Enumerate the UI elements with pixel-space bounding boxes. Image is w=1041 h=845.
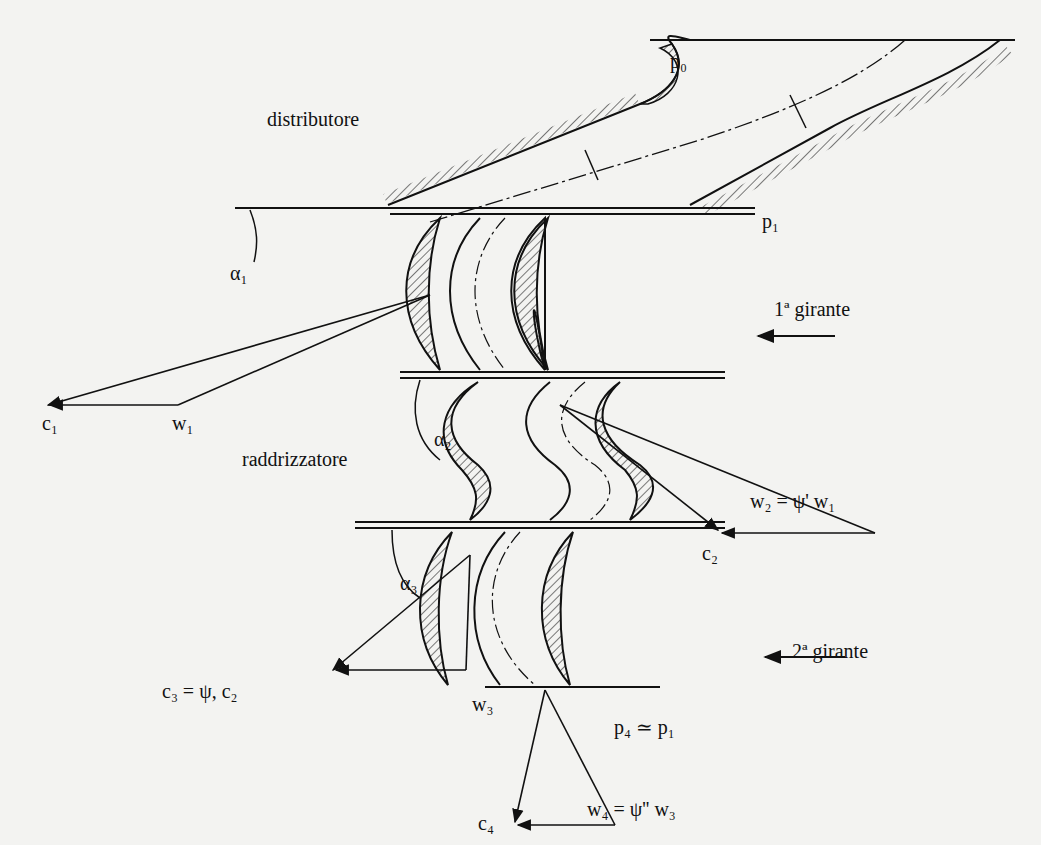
diagram-label: p₄ ≃ p₁ [612,716,677,738]
diagram-label: c₄ [476,812,496,834]
diagram-label: c₂ [700,542,720,564]
diagram-label: 1ª girante [772,298,852,320]
diagram-label: α₁ [228,262,249,284]
diagram-label: distributore [265,108,361,130]
diagram-label: p₀ [668,50,689,72]
diagram-label: w₄ = ψ'' w₃ [585,798,678,820]
diagram-label: c₁ [40,412,60,434]
diagram-label: 2ª girante [790,640,870,662]
diagram-label: raddrizzatore [240,448,349,470]
diagram-label: α₃ [398,572,419,594]
diagram-label: p₁ [760,210,781,232]
diagram-label: w₃ [470,693,495,715]
diagram-label: c₃ = ψ, c₂ [160,680,240,702]
diagram-label: w₁ [170,412,195,434]
diagram-label: α₂ [432,428,453,450]
diagram-label: w₂ = ψ' w₁ [748,490,837,512]
